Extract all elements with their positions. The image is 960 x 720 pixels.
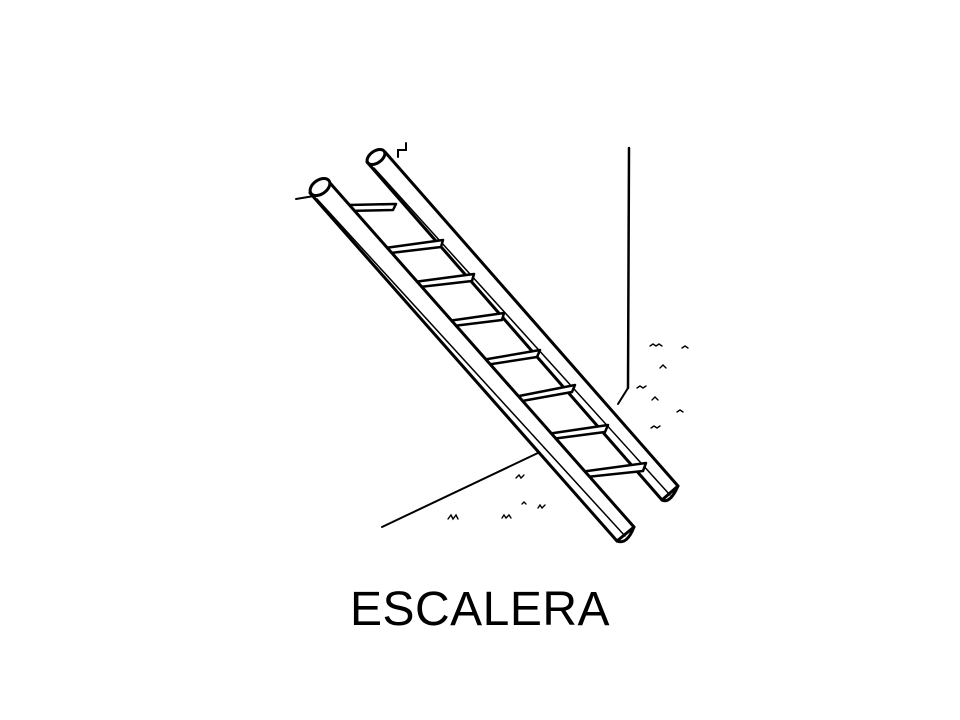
wall <box>295 142 631 390</box>
caption-word: ESCALERA <box>349 583 611 636</box>
ladder-front-rail <box>308 176 636 544</box>
ladder-rungs <box>343 202 648 480</box>
ladder-back-rail <box>365 147 680 503</box>
floor <box>381 343 689 528</box>
ladder <box>308 147 680 544</box>
